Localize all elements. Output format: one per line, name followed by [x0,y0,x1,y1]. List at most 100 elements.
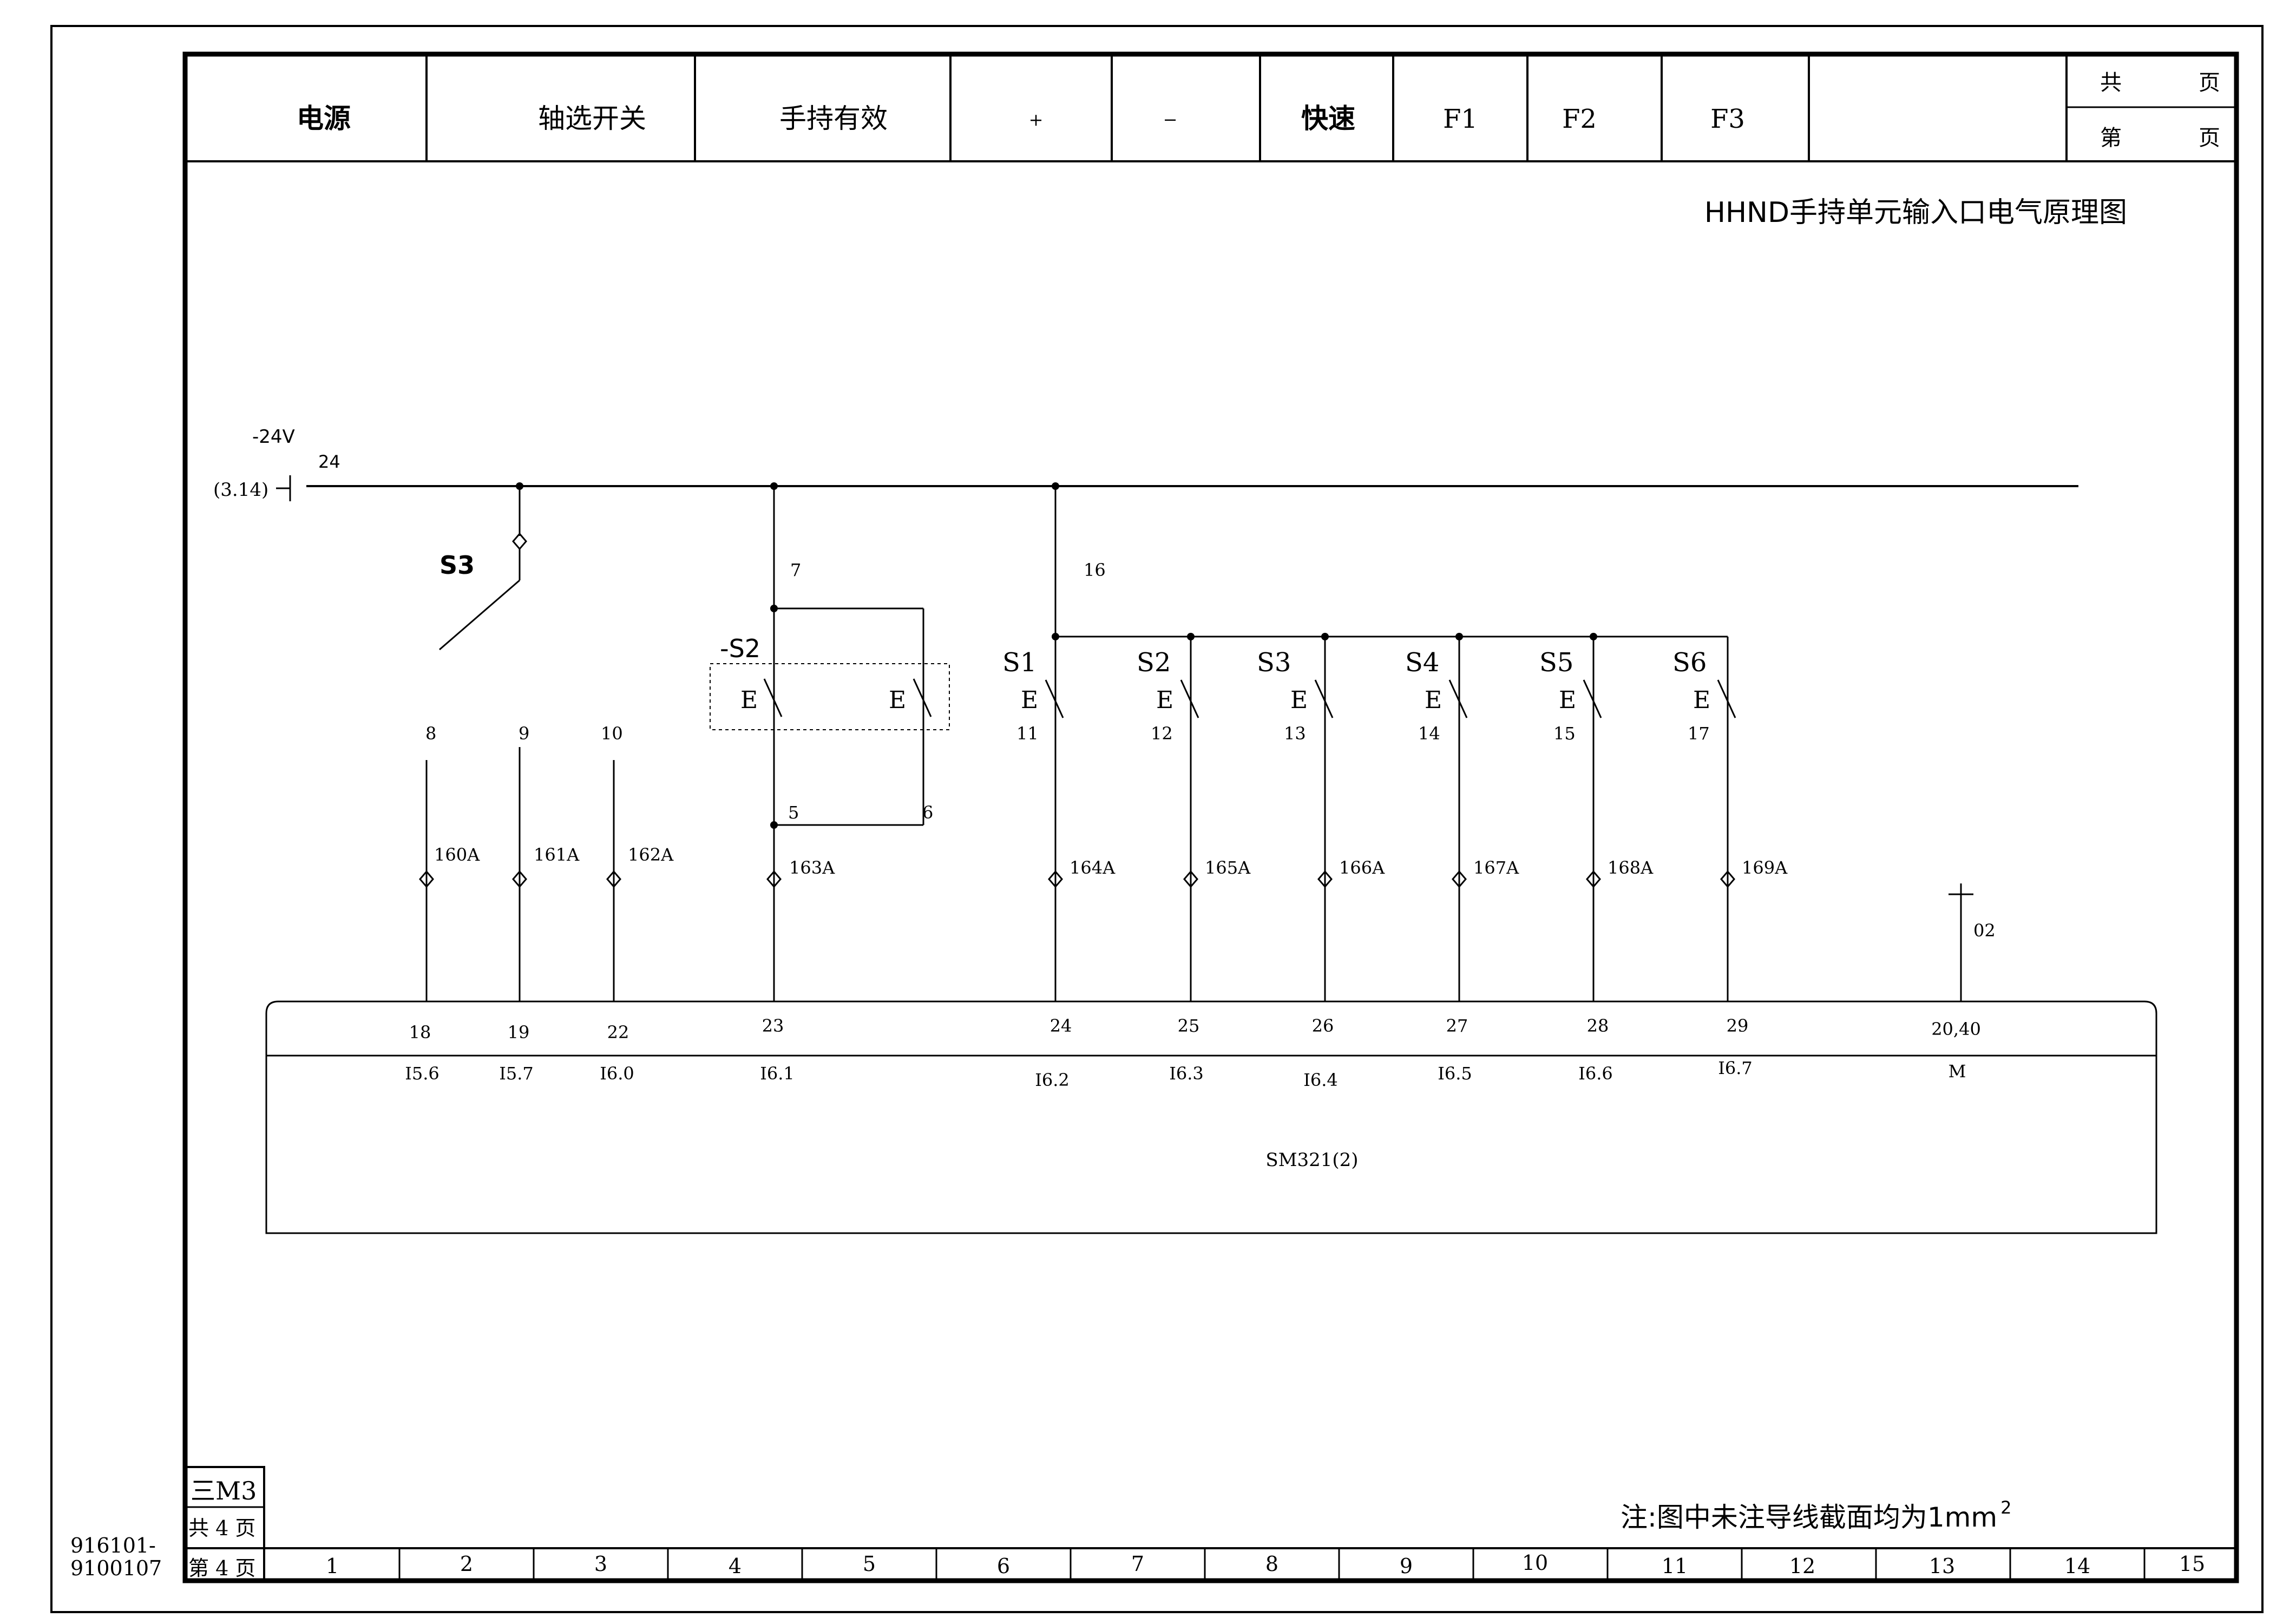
grid-number-3: 3 [594,1552,607,1576]
grid-number-10: 10 [1522,1551,1548,1575]
pushbutton-group: 16 E E E E E E S1 S2 S3 S4 S5 S6 11 12 1… [1002,482,1736,1001]
page-label: 第 [2100,126,2122,150]
drawing-number-2: 9100107 [70,1556,162,1580]
drawing-number-1: 916101- [70,1534,156,1557]
svg-text:E: E [1693,686,1710,714]
grid-number-15: 15 [2179,1552,2205,1576]
axis-select-switch: S3 8 9 10 [425,482,623,1001]
module-pin-25: 25 [1178,1016,1200,1036]
terminal-markers: 160A 161A 162A 163A 164A 165A 166A 167A … [419,844,1788,888]
enable-s2-label: -S2 [720,634,760,663]
switch-s3-wire-8: 8 [425,723,436,744]
wire-162A: 162A [628,844,674,865]
header-col-7: F1 [1443,104,1478,134]
switch-s3-wire-9: 9 [519,723,529,744]
header-col-9: F3 [1710,104,1745,134]
header-col-4: + [1029,109,1044,130]
svg-text:E: E [1290,686,1308,714]
grid-number-13: 13 [1929,1554,1955,1578]
header-col-3: 手持有效 [779,103,888,134]
module-addr-M: M [1949,1061,1966,1082]
supply: -24V (3.14) 24 [213,426,2078,501]
grid-number-12: 12 [1789,1554,1815,1578]
enable-wire-in: 7 [790,560,801,580]
module-pin-27: 27 [1446,1016,1468,1036]
pushbutton-s4-wire: 14 [1418,723,1440,744]
outer-frame [50,25,2264,1613]
ground-wire: 02 [1973,920,1996,941]
pushbutton-s3-wire: 13 [1284,723,1306,744]
total-pages: 共 4 页 [188,1516,255,1540]
svg-text:E: E [1425,686,1442,714]
supply-voltage: -24V [252,426,295,448]
module-pin-28: 28 [1587,1016,1609,1036]
wire-167A: 167A [1473,857,1519,878]
pushbutton-s4-label: S4 [1405,647,1439,678]
module-pin-29: 29 [1727,1016,1749,1036]
inner-frame [182,51,2239,1583]
module-addr-I5-7: I5.7 [499,1063,534,1084]
module-addr-I6-0: I6.0 [600,1063,634,1084]
total-pages-label: 共 [2100,70,2122,95]
sheet-code: 三M3 [191,1476,257,1505]
header-col-1: 电源 [297,102,351,134]
pushbutton-s2-label: S2 [1137,647,1171,678]
enable-wire-out-b: 6 [922,802,933,823]
grid-strip: 1 2 3 4 5 6 7 8 9 10 11 12 13 14 15 [185,1467,2236,1581]
grid-number-1: 1 [326,1554,339,1578]
diagram-title: HHND手持单元输入口电气原理图 [1704,197,2127,229]
wire-169A: 169A [1742,857,1788,878]
header-col-8: F2 [1562,104,1597,134]
total-pages-unit: 页 [2199,70,2220,95]
wire-166A: 166A [1339,857,1385,878]
enable-wire-out-a: 5 [788,802,799,823]
switch-s3-label: S3 [439,551,475,580]
module-addr-I6-3: I6.3 [1169,1063,1204,1084]
page-number: 第 4 页 [188,1556,255,1580]
grid-number-2: 2 [460,1552,473,1576]
title-block: 三M3 共 4 页 第 4 页 916101- 9100107 [70,1466,265,1580]
wire-163A: 163A [789,857,835,878]
wire-168A: 168A [1608,857,1654,878]
pushbutton-s3-label: S3 [1257,647,1291,678]
module-pin-23: 23 [762,1016,784,1036]
supply-wire: 24 [318,451,340,472]
switch-s3-wire-10: 10 [601,723,623,744]
grid-number-7: 7 [1131,1552,1144,1576]
module-pin-24: 24 [1050,1016,1072,1036]
svg-text:E: E [889,686,906,714]
grid-number-9: 9 [1400,1554,1413,1578]
module-addr-I6-6: I6.6 [1578,1063,1613,1084]
wire-164A: 164A [1070,857,1116,878]
pushbutton-s2-wire: 12 [1151,723,1173,744]
header-table: 电源 轴选开关 手持有效 + − 快速 F1 F2 F3 共 页 第 页 [185,54,2236,162]
pushbutton-s6-label: S6 [1672,647,1707,678]
module-addr-I6-5: I6.5 [1438,1063,1472,1084]
wire-161A: 161A [534,844,580,865]
grid-number-4: 4 [729,1554,742,1578]
grid-number-11: 11 [1662,1554,1688,1578]
module-addr-I6-4: I6.4 [1303,1070,1338,1090]
pushbutton-s1-label: S1 [1002,647,1037,678]
io-module: 18 19 22 23 24 25 26 27 28 29 20,40 I5.6… [265,1000,2157,1234]
module-pin-20-40: 20,40 [1931,1019,1981,1039]
module-pin-22: 22 [607,1022,629,1043]
svg-text:E: E [1156,686,1173,714]
svg-text:E: E [1559,686,1576,714]
wire-165A: 165A [1205,857,1251,878]
grid-number-6: 6 [997,1554,1010,1578]
module-addr-I6-7: I6.7 [1718,1058,1753,1078]
module-addr-I6-2: I6.2 [1035,1070,1070,1090]
wire-160A: 160A [434,844,480,865]
module-addr-I5-6: I5.6 [405,1063,439,1084]
enable-switch: 7 -S2 E E 5 6 [710,482,950,1001]
module-pin-18: 18 [409,1022,431,1043]
page-unit: 页 [2199,126,2220,150]
supply-ref: (3.14) [213,479,268,501]
ground-symbol: 02 [1949,883,1996,1001]
svg-text:E: E [740,686,758,714]
pushbutton-feed-wire: 16 [1084,560,1106,580]
pushbutton-s6-wire: 17 [1688,723,1710,744]
